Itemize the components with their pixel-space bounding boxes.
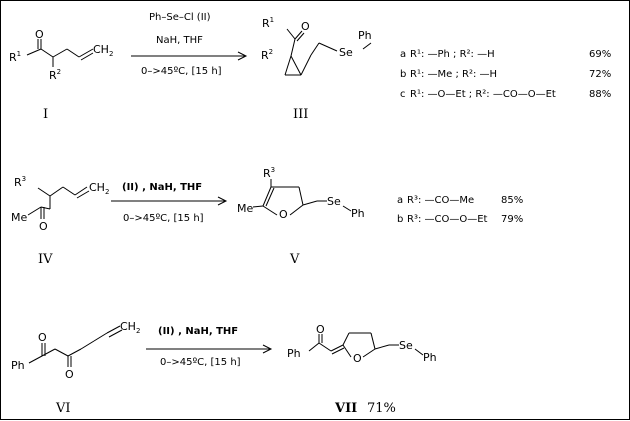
compound-III-r1: R1: [262, 16, 274, 30]
variant-IIIc-id: c: [400, 89, 406, 100]
compound-I-structure: O R1 R2 CH2: [9, 28, 113, 82]
compound-III-selenium: Se: [339, 46, 353, 59]
compound-I-r2: R2: [49, 68, 61, 82]
compound-V-selenium: Se: [327, 195, 341, 208]
variants-V: a R³: —CO—Me 85% b R³: —CO—O—Et 79%: [397, 195, 523, 225]
conditions-2: 0–>45ºC, [15 h]: [123, 213, 204, 224]
compound-IV-r3: R3: [14, 175, 26, 189]
variant-Vb-text: R³: —CO—O—Et: [407, 214, 488, 225]
compound-V-oxygen: O: [279, 208, 288, 221]
compound-I-r1: R1: [9, 50, 21, 64]
compound-III-phenyl: Ph: [358, 29, 372, 42]
variant-IIIa-id: a: [400, 49, 406, 60]
compound-I-oxygen: O: [35, 28, 44, 41]
compound-VI-structure: O O Ph CH2: [11, 320, 140, 381]
compound-IV-oxygen: O: [39, 220, 48, 233]
compound-III-oxygen: O: [301, 20, 310, 33]
compound-VI-oxygen-2: O: [65, 368, 74, 381]
conditions-1: 0–>45ºC, [15 h]: [141, 66, 222, 77]
reaction-arrow-3: [146, 344, 273, 354]
compound-VII-yield: 71%: [367, 401, 396, 416]
compound-V-structure: R3 Me O Se Ph: [237, 166, 365, 221]
compound-V-r3: R3: [263, 166, 275, 180]
compound-VI-label: VI: [55, 401, 71, 416]
variant-IIIb-id: b: [400, 69, 406, 80]
variant-Va-yield: 85%: [501, 195, 523, 206]
variant-Va-id: a: [397, 195, 403, 206]
variant-IIIc-text: R¹: —O—Et ; R²: —CO—O—Et: [410, 89, 556, 100]
variant-IIIa-text: R¹: —Ph ; R²: —H: [410, 49, 495, 60]
reagent-3: (II) , NaH, THF: [158, 326, 238, 337]
compound-V-label: V: [289, 252, 300, 267]
compound-IV-methyl: Me: [11, 211, 27, 224]
compound-VII-label: VII: [334, 401, 357, 416]
reaction-arrow-2: [111, 196, 228, 206]
compound-III-r2: R2: [261, 48, 273, 62]
compound-IV-ch2: CH2: [89, 181, 109, 196]
reagent-1-mid: NaH, THF: [156, 35, 203, 46]
compound-VII-structure: Ph O O Se Ph: [287, 323, 437, 365]
variant-Vb-yield: 79%: [501, 214, 523, 225]
compound-IV-label: IV: [38, 252, 53, 267]
compound-VII-oxygen-1: O: [316, 323, 325, 336]
compound-VII-phenyl-2: Ph: [423, 351, 437, 364]
variants-III: a R¹: —Ph ; R²: —H 69% b R¹: —Me ; R²: —…: [400, 49, 611, 100]
conditions-3: 0–>45ºC, [15 h]: [160, 357, 241, 368]
compound-VI-phenyl: Ph: [11, 359, 25, 372]
reagent-2: (II) , NaH, THF: [122, 182, 202, 193]
variant-IIIb-yield: 72%: [589, 69, 611, 80]
compound-VII-selenium: Se: [399, 339, 413, 352]
compound-III-structure: R1 O R2 Se Ph: [261, 16, 372, 76]
compound-IV-structure: R3 Me O CH2: [11, 175, 109, 233]
compound-VI-ch2: CH2: [120, 320, 140, 335]
compound-VII-phenyl: Ph: [287, 347, 301, 360]
variant-IIIb-text: R¹: —Me ; R²: —H: [410, 69, 497, 80]
variant-IIIa-yield: 69%: [589, 49, 611, 60]
variant-Vb-id: b: [397, 214, 403, 225]
compound-III-label: III: [293, 107, 308, 122]
variant-Va-text: R³: —CO—Me: [407, 195, 474, 206]
reagent-1-top: Ph–Se–Cl (II): [149, 12, 211, 23]
compound-VII-oxygen-2: O: [353, 352, 362, 365]
compound-V-methyl: Me: [237, 202, 253, 215]
compound-V-phenyl: Ph: [351, 207, 365, 220]
compound-I-ch2: CH2: [93, 43, 113, 58]
compound-I-label: I: [43, 107, 48, 122]
reaction-arrow-1: [131, 51, 248, 61]
compound-VI-oxygen-1: O: [38, 331, 47, 344]
variant-IIIc-yield: 88%: [589, 89, 611, 100]
